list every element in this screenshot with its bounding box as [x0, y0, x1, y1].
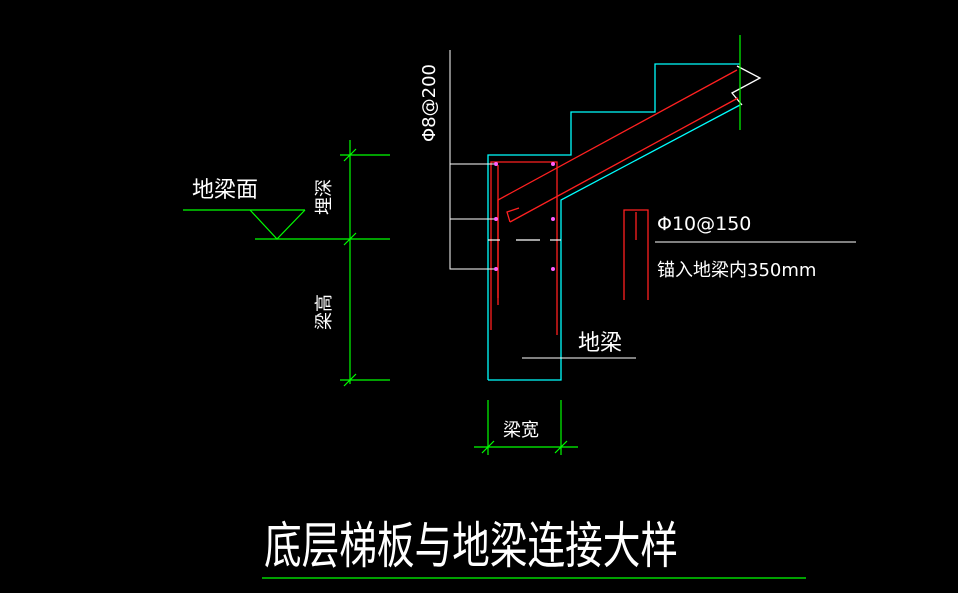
stair-stepped-profile	[487, 63, 740, 380]
label-beam-width: 梁宽	[503, 420, 539, 441]
label-beam-top: 地梁面	[192, 178, 258, 203]
rebar-dots	[494, 162, 555, 271]
horizontal-dimension	[474, 400, 578, 455]
label-ground-beam: 地梁	[578, 331, 622, 356]
vertical-dimension	[255, 140, 390, 387]
drawing-title: 底层梯板与地梁连接大样	[264, 517, 678, 575]
stair-bottom-rebar	[509, 97, 739, 223]
anchor-rebar-detail	[623, 209, 649, 300]
stair-soffit-and-beam-side	[488, 104, 741, 381]
stair-bottom-rebar-hook	[506, 207, 520, 223]
label-beam-height: 梁高	[314, 294, 335, 330]
label-stirrup-spec: Φ8@200	[419, 64, 440, 142]
label-anchor-note: 锚入地梁内350mm	[657, 260, 816, 281]
rebar-group	[490, 69, 739, 335]
concrete-outline	[487, 63, 741, 381]
label-rebar-spec: Φ10@150	[657, 213, 751, 235]
stirrup-outer	[490, 161, 558, 335]
elevation-marker	[183, 209, 306, 240]
leader-lines	[449, 50, 856, 359]
label-cover-depth: 埋深	[314, 179, 335, 215]
stirrup-leader	[449, 50, 494, 270]
stair-top-rebar	[497, 69, 738, 298]
